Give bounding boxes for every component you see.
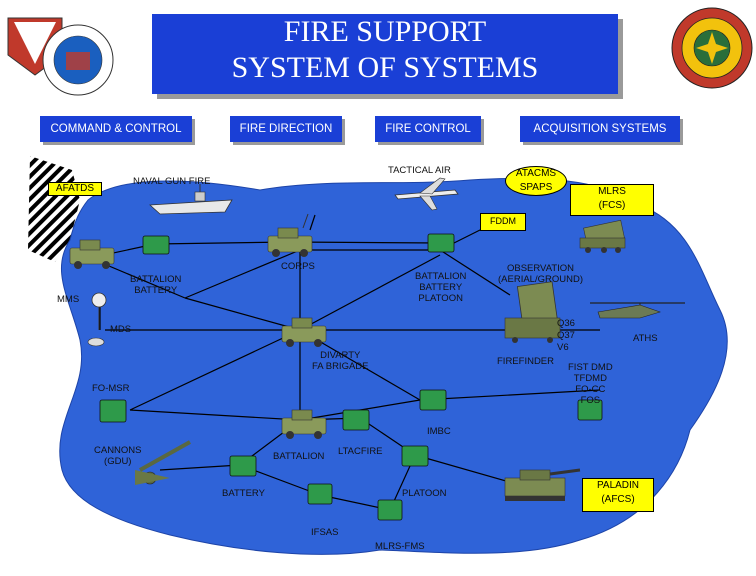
title-line-1: FIRE SUPPORT: [283, 15, 487, 48]
label-bbp-line1: BATTALION: [415, 271, 467, 282]
terminal-icon-10: [577, 399, 603, 421]
cannon-icon: [135, 440, 191, 485]
label-cannons-line2: (GDU): [104, 456, 132, 467]
label-aths: ATHS: [633, 333, 658, 344]
label-atacms: ATACMS: [515, 168, 557, 179]
label-firefinder: FIREFINDER: [497, 356, 554, 367]
humvee-icon-2: [267, 213, 313, 257]
label-battalion: BATTALION: [273, 451, 325, 462]
label-battalion-battery-platoon: BATTALION BATTERY PLATOON: [415, 271, 466, 304]
label-fist-dmd: FIST DMD: [568, 362, 613, 373]
right-emblem-icon: [671, 7, 753, 89]
label-divarty-line1: DIVARTY: [320, 350, 361, 361]
label-v6: V6: [557, 342, 569, 353]
terminal-icon-4: [419, 389, 447, 411]
label-bb-line1: BATTALION: [130, 274, 182, 285]
left-emblem-icon: [7, 17, 114, 96]
label-q37: Q37: [557, 330, 575, 341]
humvee-icon-3: [281, 317, 327, 347]
label-fist-group: FIST DMD TFDMD FO-CC FOS: [568, 362, 613, 406]
label-ltacfire: LTACFIRE: [338, 446, 383, 457]
terminal-icon-8: [307, 483, 333, 505]
firefinder-radar-icon: [504, 281, 561, 343]
terminal-icon-3: [99, 399, 127, 423]
label-ifsas: IFSAS: [311, 527, 339, 538]
category-acquisition-systems: ACQUISITION SYSTEMS: [520, 116, 680, 142]
label-mlrs: MLRS: [598, 186, 626, 197]
category-fire-control: FIRE CONTROL: [375, 116, 481, 142]
label-bbp-line2: BATTERY: [419, 282, 463, 293]
label-mms: MMS: [57, 294, 80, 305]
mlrs-fcs-box: MLRS (FCS): [570, 184, 654, 216]
category-fire-direction: FIRE DIRECTION: [230, 116, 342, 142]
label-platoon: PLATOON: [402, 488, 447, 499]
label-cannons-line1: CANNONS: [94, 445, 142, 456]
category-command-control: COMMAND & CONTROL: [40, 116, 192, 142]
paladin-afcs-box: PALADIN (AFCS): [582, 478, 654, 512]
label-observation-line2: (AERIAL/GROUND): [498, 274, 583, 285]
label-fcs: (FCS): [598, 200, 626, 211]
label-fo-msr: FO-MSR: [92, 383, 130, 394]
helicopter-icon: [590, 302, 685, 319]
mlrs-launcher-icon: [579, 219, 626, 253]
title-banner: FIRE SUPPORT SYSTEM OF SYSTEMS: [152, 14, 618, 94]
fddm-box: FDDM: [480, 213, 526, 231]
label-mlrs-fms: MLRS-FMS: [375, 541, 425, 552]
label-imbc: IMBC: [427, 426, 451, 437]
label-fos: FOS: [580, 395, 601, 406]
label-bb-line2: BATTERY: [134, 285, 178, 296]
label-fa-brigade: FA BRIGADE: [312, 361, 369, 372]
label-tfdmd: TFDMD: [573, 373, 607, 384]
label-paladin: PALADIN: [596, 480, 640, 491]
title-line-2: SYSTEM OF SYSTEMS: [231, 51, 539, 84]
paladin-icon: [504, 468, 581, 501]
label-corps: CORPS: [281, 261, 315, 272]
label-spaps: SPAPS: [519, 182, 553, 193]
label-battery: BATTERY: [222, 488, 265, 499]
humvee-icon-4: [281, 409, 327, 439]
label-fo-cc: FO-CC: [575, 384, 606, 395]
label-q-series: Q36 Q37 V6: [557, 318, 575, 354]
terminal-icon-7: [229, 455, 257, 477]
label-cannons: CANNONS (GDU): [94, 445, 142, 467]
terminal-icon-9: [377, 499, 403, 521]
naval-ship-icon: [149, 184, 233, 215]
label-tactical-air: TACTICAL AIR: [388, 165, 451, 176]
label-q36: Q36: [557, 318, 575, 329]
mms-balloon-icon: [87, 292, 107, 347]
label-naval-gun-fire: NAVAL GUN FIRE: [133, 176, 211, 187]
label-observation-line1: OBSERVATION: [506, 263, 575, 274]
aircraft-icon: [394, 177, 459, 211]
terminal-icon-5: [342, 409, 370, 431]
terminal-icon-2: [427, 233, 455, 253]
label-afcs: (AFCS): [601, 494, 635, 505]
label-battalion-battery: BATTALION BATTERY: [130, 274, 181, 296]
humvee-icon-1: [69, 239, 115, 269]
atacms-spaps-box: ATACMS SPAPS: [505, 166, 567, 196]
afatds-box: AFATDS: [48, 182, 102, 196]
label-mds: MDS: [110, 324, 132, 335]
label-observation: OBSERVATION (AERIAL/GROUND): [498, 263, 583, 285]
terminal-icon-6: [401, 445, 429, 467]
terminal-icon-1: [142, 235, 170, 255]
label-divarty: DIVARTY FA BRIGADE: [312, 350, 369, 372]
label-bbp-line3: PLATOON: [418, 293, 463, 304]
